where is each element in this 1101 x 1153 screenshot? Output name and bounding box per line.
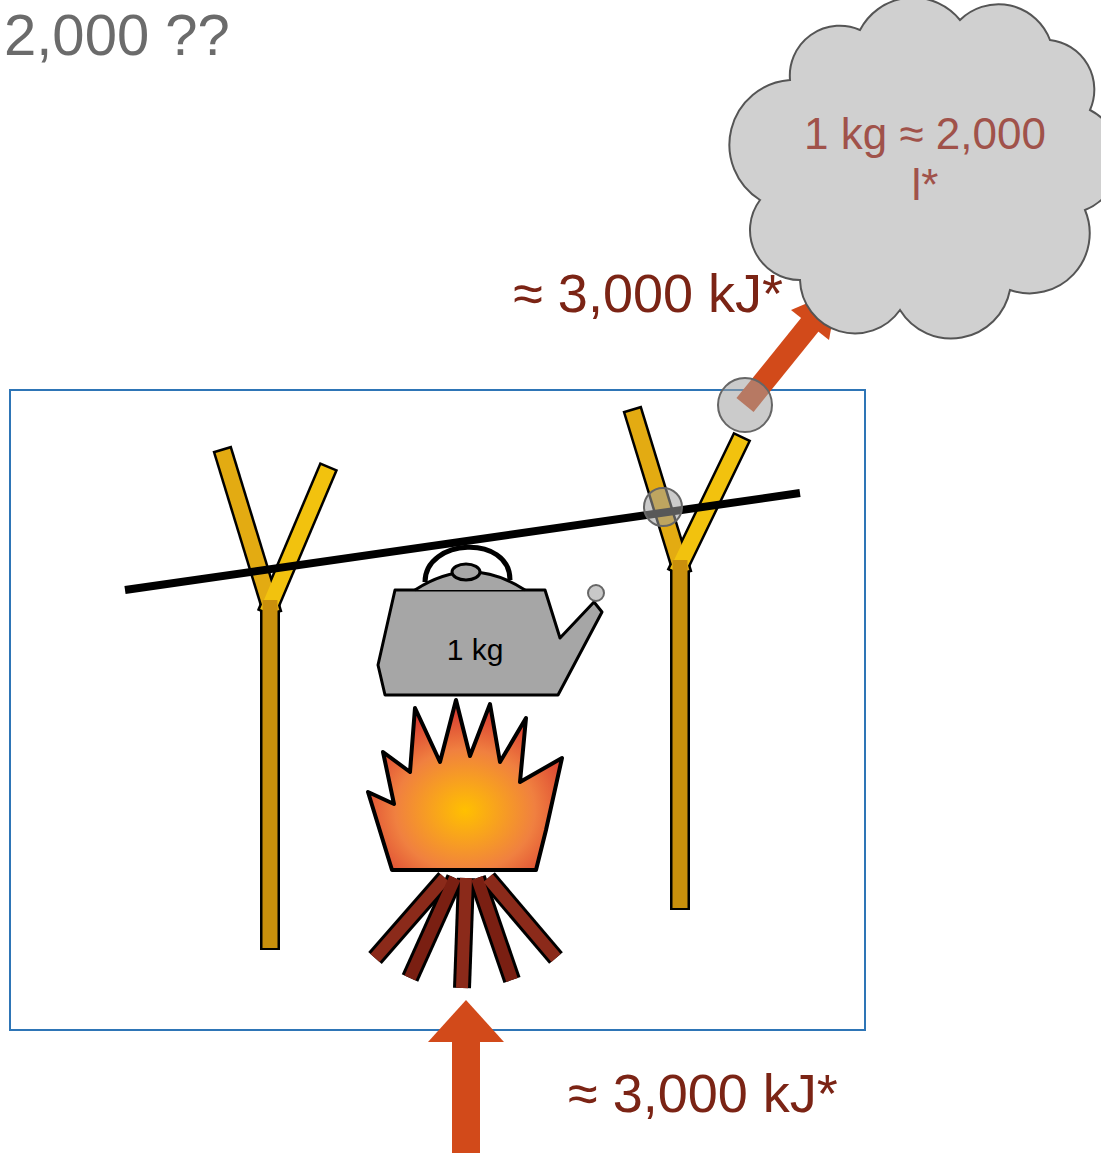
node-text: 1 kg xyxy=(400,633,550,668)
steam-cloud: 1 kg ≈ 2,000 l* xyxy=(740,0,1101,330)
steam-bubble xyxy=(588,585,604,601)
kettle-body xyxy=(378,590,602,695)
junction-circle xyxy=(644,488,682,526)
energy-label: ≈ 3,000 kJ* xyxy=(513,262,783,324)
left-stick xyxy=(225,458,325,950)
energy-label: ≈ 3,000 kJ* xyxy=(568,1062,838,1124)
right-stick xyxy=(635,418,738,910)
heat-in-arrow xyxy=(428,1000,504,1153)
fire-logs xyxy=(375,878,556,988)
node-text: 1 kg ≈ 2,000 l* xyxy=(800,109,1050,210)
flame xyxy=(368,700,562,870)
diagram-title: 2,000 ?? xyxy=(4,2,230,69)
kettle-knob xyxy=(452,564,480,580)
system-boundary xyxy=(10,390,865,1030)
node-outline xyxy=(370,540,610,705)
kettle: 1 kg xyxy=(370,540,610,705)
junction-circle xyxy=(718,378,772,432)
crossbar xyxy=(125,493,800,590)
cloud-shape xyxy=(729,0,1101,339)
